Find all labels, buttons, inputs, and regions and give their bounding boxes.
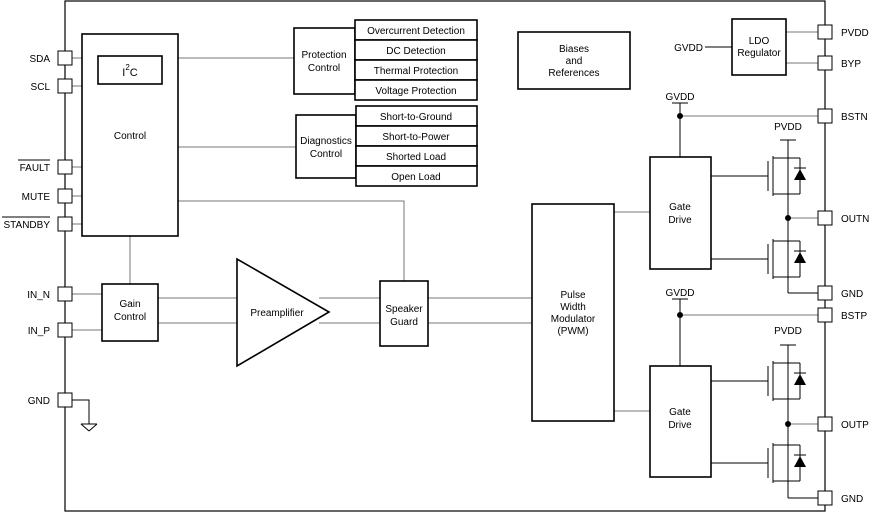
pin-label-outp: OUTP (841, 420, 869, 431)
pin-label-standby: STANDBY (4, 220, 51, 231)
diagnostics-control-label-1: Diagnostics (300, 136, 352, 147)
pin-label-in-n: IN_N (27, 290, 50, 301)
mosfet-lower-high (767, 344, 806, 401)
speaker-guard-block: Speaker Guard (379, 280, 429, 347)
gvdd-label-ldo: GVDD (674, 43, 703, 54)
speaker-guard-label-2: Guard (390, 317, 418, 328)
protection-control-block: Protection Control (293, 27, 356, 95)
pin-label-sda: SDA (29, 54, 50, 65)
i2c-superscript: 2 (125, 63, 130, 72)
i2c-tail: C (130, 67, 138, 79)
gain-control-label-1: Gain (119, 299, 140, 310)
gvdd-label-lower: GVDD (666, 288, 695, 299)
pwm-label-1: Pulse (560, 290, 585, 301)
pin-label-bstn: BSTN (841, 112, 868, 123)
pin-label-gnd-left: GND (28, 396, 50, 407)
pwm-label-2: Width (560, 302, 586, 313)
pin-fault (57, 159, 73, 175)
mosfet-upper-high (767, 139, 806, 196)
short-to-power-label: Short-to-Power (382, 132, 450, 143)
pvdd-label-upper: PVDD (774, 122, 802, 133)
i2c-label: I (122, 67, 125, 79)
pin-gnd-lower (817, 490, 833, 506)
biases-block: Biases and References (517, 31, 631, 90)
diagnostics-control-block: Diagnostics Control (295, 114, 357, 179)
pin-outp (817, 416, 833, 432)
diagnostics-items: Short-to-Ground Short-to-Power Shorted L… (355, 105, 478, 187)
pin-pvdd (817, 24, 833, 40)
preamplifier-block: Preamplifier (236, 257, 331, 368)
gvdd-label-upper: GVDD (666, 92, 695, 103)
pin-label-fault: FAULT (20, 163, 50, 174)
protection-items: Overcurrent Detection DC Detection Therm… (354, 19, 478, 101)
ldo-label-2: Regulator (737, 48, 781, 59)
dc-detection-label: DC Detection (386, 46, 445, 57)
protection-control-label-1: Protection (301, 50, 346, 61)
biases-label-3: References (548, 68, 599, 79)
pwm-block: Pulse Width Modulator (PWM) (531, 203, 615, 422)
i2c-block: I2C (97, 55, 163, 85)
open-load-label: Open Load (391, 172, 441, 183)
gate-drive-lower-block: Gate Drive (649, 365, 712, 478)
short-to-ground-label: Short-to-Ground (380, 112, 452, 123)
pin-label-mute: MUTE (22, 192, 51, 203)
mosfet-upper-low (767, 239, 806, 279)
overcurrent-detection-label: Overcurrent Detection (367, 26, 465, 37)
ldo-label-1: LDO (749, 36, 770, 47)
pin-label-pvdd: PVDD (841, 28, 869, 39)
biases-label-1: Biases (559, 44, 589, 55)
pin-label-gnd-upper: GND (841, 289, 863, 300)
pin-byp (817, 55, 833, 71)
pin-mute (57, 188, 73, 204)
pin-in-p (57, 322, 73, 338)
pin-bstn (817, 108, 833, 124)
pwm-label-3: Modulator (551, 314, 596, 325)
pin-label-in-p: IN_P (28, 326, 51, 337)
pin-label-gnd-lower: GND (841, 494, 863, 505)
svg-text:I2C: I2C (122, 63, 138, 79)
pwm-label-4: (PWM) (557, 326, 588, 337)
pin-label-byp: BYP (841, 59, 861, 70)
left-pins: SDA SCL FAULT MUTE STANDBY IN_N IN_P GND (2, 50, 73, 408)
pin-gnd-left (57, 392, 73, 408)
gate-drive-upper-block: Gate Drive (649, 156, 712, 270)
pin-scl (57, 78, 73, 94)
right-pins: PVDD BYP BSTN OUTN GND BSTP OUTP GND (817, 24, 869, 506)
ldo-regulator-block: LDO Regulator (731, 18, 787, 76)
voltage-protection-label: Voltage Protection (375, 86, 456, 97)
shorted-load-label: Shorted Load (386, 152, 446, 163)
right-wiring (614, 31, 818, 499)
biases-label-2: and (566, 56, 583, 67)
pin-sda (57, 50, 73, 66)
protection-control-label-2: Control (308, 63, 340, 74)
mosfet-lower-low (767, 443, 806, 483)
pin-gnd-upper (817, 285, 833, 301)
preamplifier-label: Preamplifier (250, 308, 304, 319)
pin-label-outn: OUTN (841, 214, 869, 225)
speaker-guard-label-1: Speaker (385, 304, 423, 315)
chip-outline (64, 0, 826, 512)
gate-drive-upper-label-2: Drive (668, 215, 692, 226)
gain-control-label-2: Control (114, 312, 146, 323)
left-wiring (72, 57, 532, 432)
pin-standby (57, 216, 73, 232)
pin-bstp (817, 307, 833, 323)
gain-control-block: Gain Control (101, 283, 159, 342)
gate-drive-lower-label-2: Drive (668, 420, 692, 431)
pvdd-label-lower: PVDD (774, 326, 802, 337)
pin-in-n (57, 286, 73, 302)
pin-label-scl: SCL (31, 82, 51, 93)
diagnostics-control-label-2: Control (310, 149, 342, 160)
gate-drive-lower-label-1: Gate (669, 407, 691, 418)
gate-drive-upper-label-1: Gate (669, 202, 691, 213)
thermal-protection-label: Thermal Protection (374, 66, 458, 77)
pin-label-bstp: BSTP (841, 311, 867, 322)
control-label: Control (114, 131, 146, 142)
pin-outn (817, 210, 833, 226)
